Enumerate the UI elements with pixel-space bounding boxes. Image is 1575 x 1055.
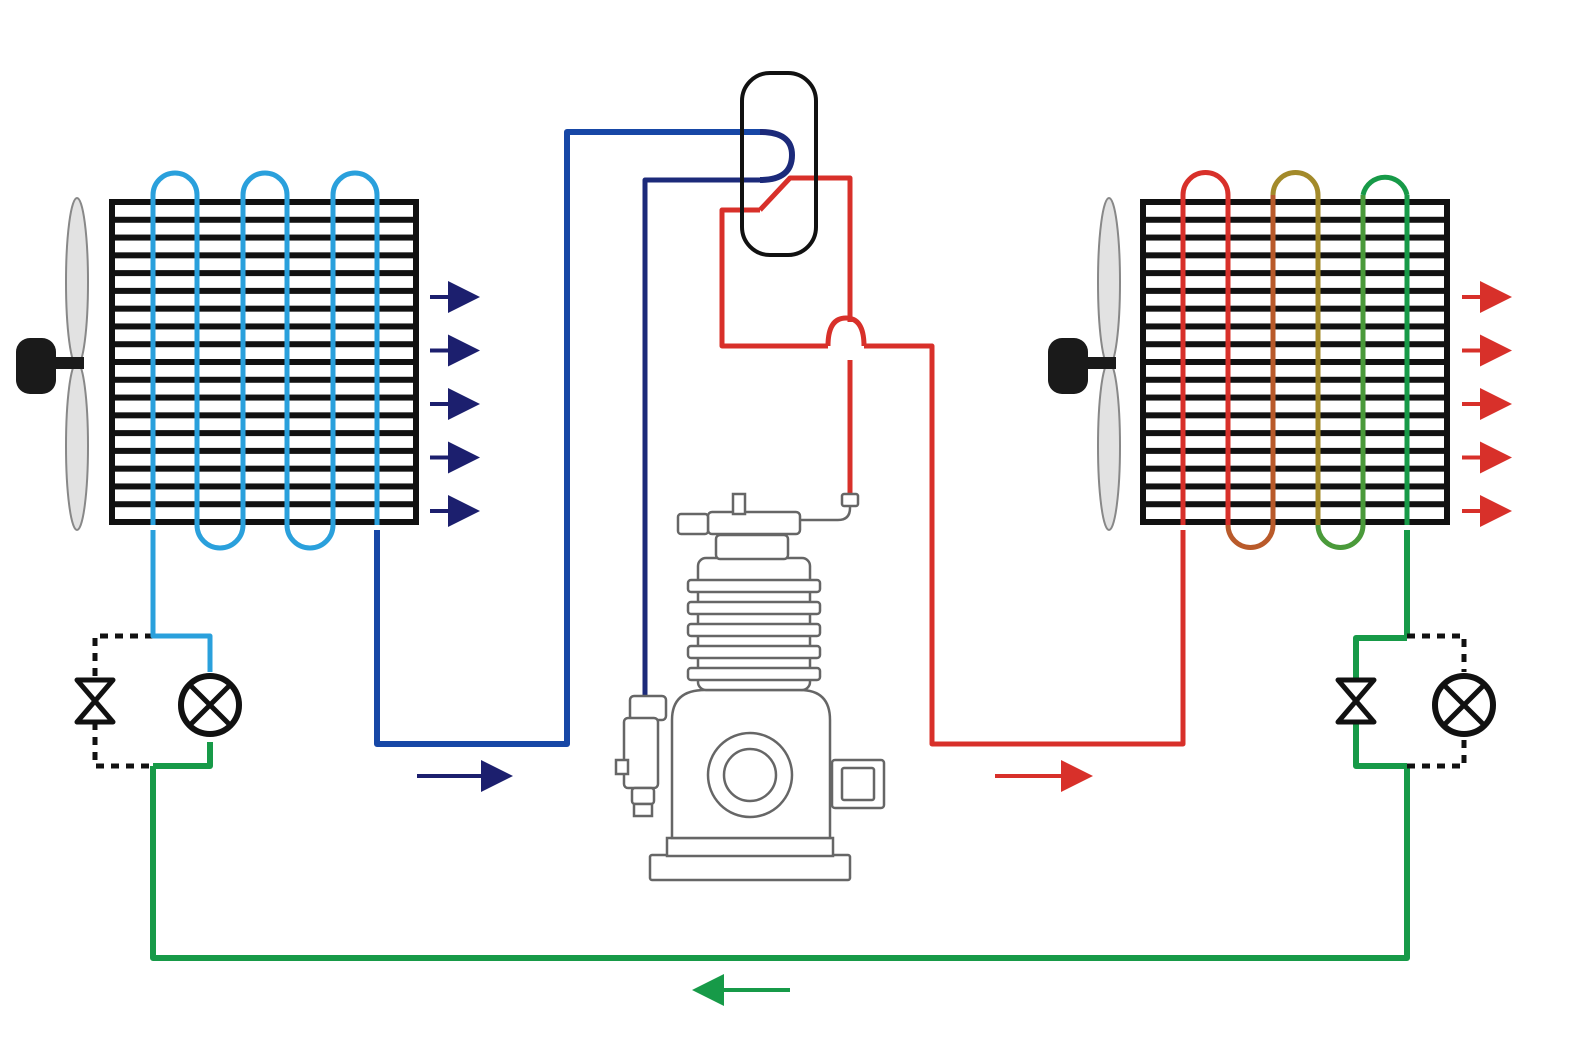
expansion-valve-icon xyxy=(1432,673,1496,737)
fin-row xyxy=(1143,341,1447,348)
fin-row xyxy=(1143,430,1447,437)
fin-row xyxy=(112,359,416,365)
expansion-valve-icon xyxy=(178,673,242,737)
fin-row xyxy=(1143,270,1447,277)
fin-row xyxy=(1143,252,1447,259)
fin-row xyxy=(1143,501,1447,508)
evaporator-fins xyxy=(109,199,419,525)
fin-row xyxy=(1143,465,1447,472)
fin-row xyxy=(112,412,416,419)
right-valve-group xyxy=(1335,633,1496,769)
condenser-fan xyxy=(1048,197,1121,531)
coil-bend xyxy=(1360,174,1410,196)
fin-row xyxy=(112,341,416,348)
axial-fan-icon xyxy=(16,197,89,531)
coil-bend xyxy=(1180,170,1231,196)
fin-row xyxy=(112,323,416,330)
condenser-fins xyxy=(1140,199,1450,525)
fin-row xyxy=(1143,287,1447,294)
evaporator-fan xyxy=(16,197,89,531)
right-bypass-dotted-bottom xyxy=(1407,740,1467,769)
fin-row xyxy=(1143,216,1447,223)
check-valve-icon xyxy=(74,677,116,725)
fin-row xyxy=(1143,447,1447,454)
fin-row xyxy=(112,465,416,472)
suction-line xyxy=(374,129,795,747)
fin-row xyxy=(112,447,416,454)
evaporator xyxy=(109,170,419,551)
coil-bend xyxy=(1270,170,1321,196)
fin-row xyxy=(112,305,416,312)
coil-bend xyxy=(330,170,380,196)
fin-row xyxy=(112,252,416,259)
condenser xyxy=(1140,170,1450,550)
condenser-coil xyxy=(1180,170,1410,550)
fin-row xyxy=(1143,412,1447,419)
fin-row xyxy=(112,216,416,223)
fin-row xyxy=(1143,305,1447,312)
reversing-valve-icon xyxy=(740,71,818,257)
coil-bend xyxy=(150,170,200,196)
fin-row xyxy=(112,483,416,490)
left-bypass-dotted-bottom xyxy=(92,722,153,769)
fin-row xyxy=(112,234,416,241)
coil-bend xyxy=(284,524,336,551)
fin-row xyxy=(1143,376,1447,383)
fin-row xyxy=(1143,483,1447,490)
left-valve-group xyxy=(74,530,242,769)
fin-row xyxy=(112,430,416,437)
fin-row xyxy=(1143,359,1447,365)
right-bypass-dotted xyxy=(1407,633,1467,672)
coil-bend xyxy=(1315,524,1366,550)
axial-fan-icon xyxy=(1048,197,1121,531)
fin-row xyxy=(112,287,416,294)
coil-bend xyxy=(1225,524,1276,550)
coil-bend xyxy=(194,524,246,551)
fin-row xyxy=(1143,394,1447,401)
check-valve-icon xyxy=(1335,677,1377,725)
coil-bend xyxy=(240,170,290,196)
fin-row xyxy=(112,376,416,383)
reciprocating-compressor-icon xyxy=(614,492,886,882)
evaporator-airflow-arrows xyxy=(430,281,480,527)
evaporator-coil xyxy=(150,170,380,551)
fin-row xyxy=(112,501,416,508)
fin-row xyxy=(112,270,416,277)
fin-row xyxy=(1143,323,1447,330)
left-bypass-dotted xyxy=(92,633,153,680)
condenser-airflow-arrows xyxy=(1462,281,1512,527)
fin-row xyxy=(1143,234,1447,241)
fin-row xyxy=(112,394,416,401)
